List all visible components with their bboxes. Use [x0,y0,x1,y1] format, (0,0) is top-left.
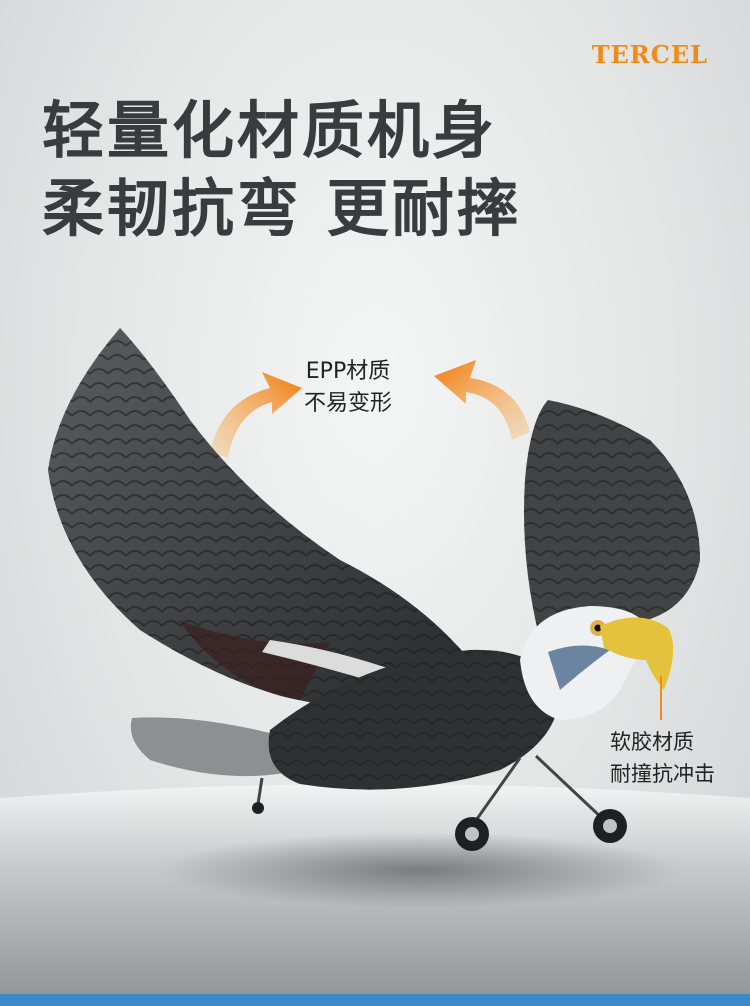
curved-arrow-icon [434,360,530,440]
tail [130,717,300,777]
material-callout: EPP材质 不易变形 [304,356,392,420]
brand-logo: TERCEL [591,40,708,69]
eagle-beak [600,617,674,690]
curved-arrow-icon [210,372,302,458]
floor-edge [0,994,750,1006]
callout-leader-line [660,676,662,720]
eagle-reflection [160,832,680,908]
material-callout-line-2: 不易变形 [304,391,393,416]
headline-line-1: 轻量化材质机身 [42,94,498,167]
page-headline: 轻量化材质机身 柔韧抗弯 更耐摔 [42,92,522,248]
rubber-callout-line-2: 耐撞抗冲击 [610,762,715,786]
material-callout-line-1: EPP材质 [305,359,391,384]
rubber-callout-line-1: 软胶材质 [610,730,694,754]
headline-line-2: 柔韧抗弯 更耐摔 [42,172,522,245]
tail-wheel [252,802,264,814]
rubber-callout: 软胶材质 耐撞抗冲击 [610,726,715,790]
